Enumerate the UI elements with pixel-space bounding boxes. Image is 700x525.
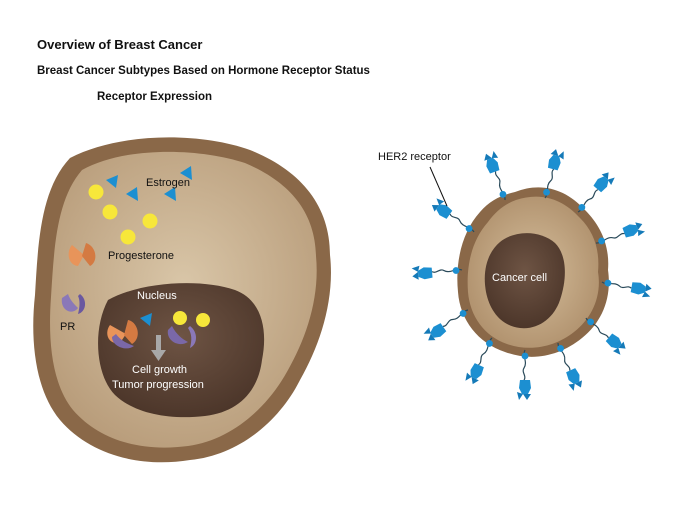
- right-cell: HER2 receptor Cancer cell: [378, 147, 653, 401]
- her2-receptor-label: HER2 receptor: [378, 151, 451, 163]
- estrogen-molecule: [88, 184, 104, 200]
- page-subtitle: Breast Cancer Subtypes Based on Hormone …: [37, 65, 370, 77]
- pr-label: PR: [60, 321, 75, 333]
- estrogen-molecule: [102, 204, 118, 220]
- page-title: Overview of Breast Cancer: [37, 37, 203, 52]
- nucleus-label: Nucleus: [137, 290, 177, 302]
- cancer-cell-label: Cancer cell: [492, 272, 547, 284]
- her2-pointer-line: [429, 166, 448, 207]
- pr-receptor: [61, 294, 86, 314]
- estrogen-label: Estrogen: [146, 177, 190, 189]
- progesterone-label: Progesterone: [108, 250, 174, 262]
- er-complex: [167, 311, 210, 348]
- section-heading: Receptor Expression: [97, 91, 213, 103]
- cell-growth-label: Cell growth: [132, 364, 187, 376]
- right-nucleus: [484, 233, 565, 329]
- tumor-progression-label: Tumor progression: [112, 379, 204, 391]
- progesterone-molecule: [68, 243, 96, 266]
- down-arrow-icon: [151, 335, 166, 361]
- estrogen-molecule: [120, 229, 136, 245]
- blue-triangle: [126, 187, 138, 201]
- blue-triangle: [106, 175, 118, 188]
- blue-triangle: [180, 166, 192, 180]
- blue-triangle: [164, 187, 176, 201]
- pr-complex: [107, 313, 152, 349]
- left-cell: Estrogen Progesterone PR Nucleus Cell gr…: [33, 137, 331, 463]
- estrogen-molecule: [142, 213, 158, 229]
- left-nucleus: [98, 283, 265, 418]
